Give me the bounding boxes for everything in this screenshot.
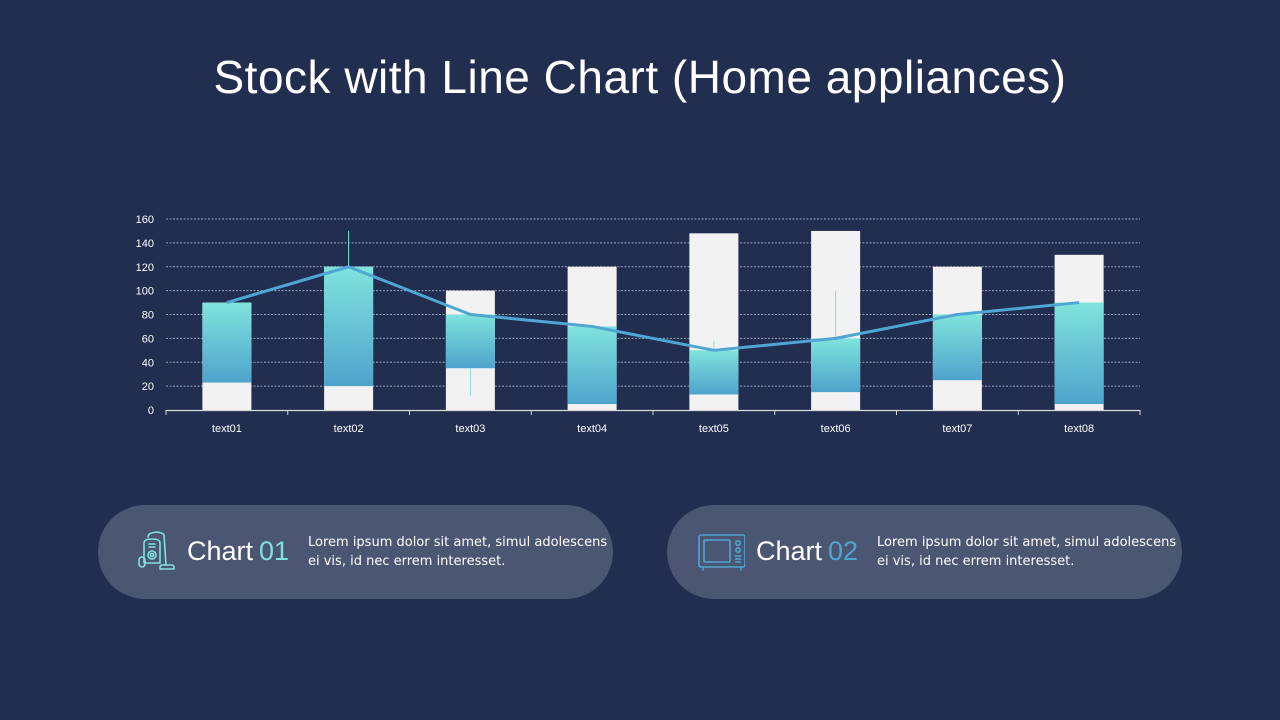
microwave-icon <box>698 534 745 571</box>
y-tick-label: 140 <box>136 238 154 250</box>
stock-box <box>567 326 617 405</box>
stock-box <box>811 338 861 393</box>
card-description: Lorem ipsum dolor sit amet, simul adoles… <box>877 535 1177 569</box>
x-tick-label: text04 <box>577 423 607 435</box>
stock-box <box>324 266 374 387</box>
x-tick-label: text02 <box>334 423 364 435</box>
trend-line <box>226 265 1080 352</box>
card-label: Chart <box>756 536 823 566</box>
y-tick-label: 100 <box>136 286 154 298</box>
chart-canvas: 0 20 40 60 80 100 120 140 160 text01 text02 text03 t… <box>136 214 1141 435</box>
page-title: Stock with Line Chart (Home appliances) <box>213 51 1067 103</box>
y-tick-label: 160 <box>136 214 154 226</box>
x-tick-label: text03 <box>455 423 485 435</box>
stock-box <box>932 314 982 381</box>
x-tick-label: text07 <box>942 423 972 435</box>
y-tick-label: 120 <box>136 262 154 274</box>
vacuum-cleaner-icon <box>138 531 175 570</box>
card-description: Lorem ipsum dolor sit amet, simul adoles… <box>308 535 608 569</box>
x-tick-label: text08 <box>1064 423 1094 435</box>
x-tick-label: text06 <box>821 423 851 435</box>
y-tick-label: 0 <box>148 405 154 417</box>
y-tick-label: 60 <box>142 333 154 345</box>
card-label: Chart <box>187 536 254 566</box>
y-tick-label: 40 <box>142 357 154 369</box>
card-number: 02 <box>828 536 859 566</box>
y-tick-label: 80 <box>142 310 154 322</box>
x-tick-label: text01 <box>212 423 242 435</box>
x-tick-label: text05 <box>699 423 729 435</box>
stock-box <box>1054 302 1104 405</box>
card-number: 01 <box>259 536 290 566</box>
stock-box <box>445 314 495 369</box>
stock-box <box>202 302 252 383</box>
y-tick-label: 20 <box>142 381 154 393</box>
stock-line-chart: 0 20 40 60 80 100 120 140 160 text01 text02 text03 t… <box>120 205 1160 445</box>
stock-box <box>689 350 739 395</box>
